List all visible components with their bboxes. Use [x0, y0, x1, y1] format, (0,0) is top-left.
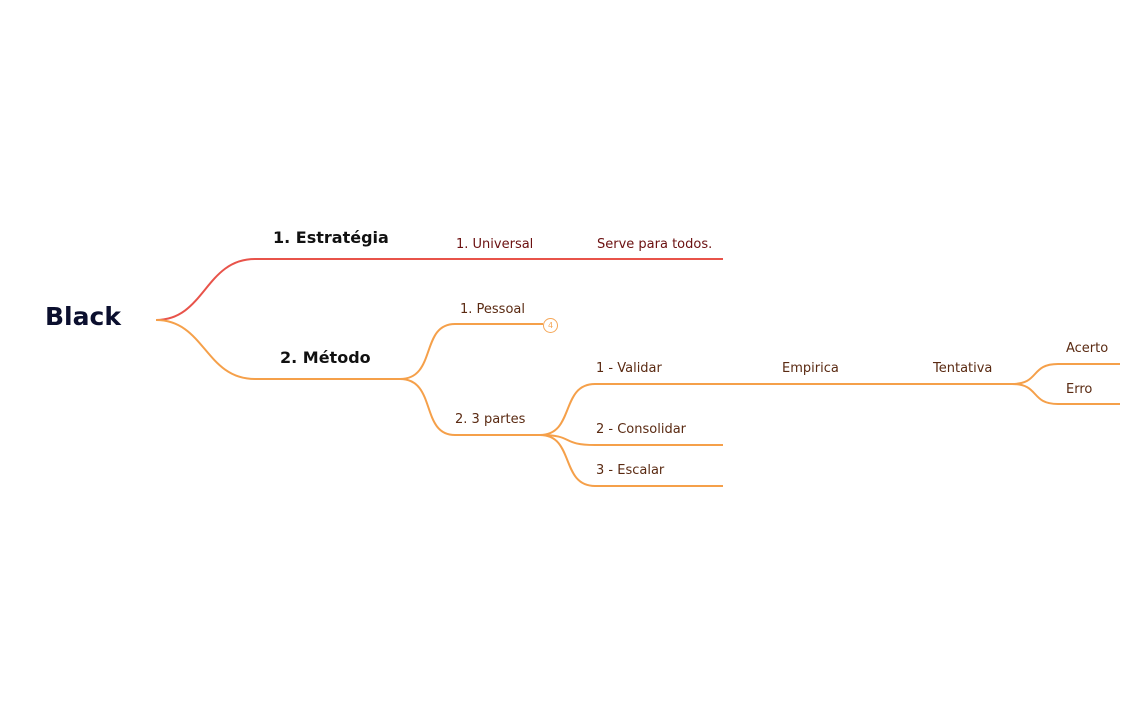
connector-partes — [399, 378, 540, 436]
topic-universal[interactable]: 1. Universal — [456, 237, 534, 252]
topic-tentativa[interactable]: Tentativa — [933, 361, 993, 376]
connector-validar — [539, 383, 1012, 436]
topic-serve-para-todos[interactable]: Serve para todos. — [597, 237, 713, 252]
root-topic[interactable]: Black — [45, 302, 121, 331]
topic-estrategia[interactable]: 1. Estratégia — [273, 228, 389, 247]
topic-acerto[interactable]: Acerto — [1066, 341, 1109, 356]
topic-erro[interactable]: Erro — [1066, 382, 1093, 397]
topic-consolidar[interactable]: 2 - Consolidar — [596, 422, 687, 437]
topic-3-partes[interactable]: 2. 3 partes — [455, 412, 526, 427]
topic-pessoal[interactable]: 1. Pessoal — [460, 302, 525, 317]
connector-acerto — [1011, 363, 1120, 385]
topic-validar[interactable]: 1 - Validar — [596, 361, 662, 376]
connector-pessoal — [399, 323, 543, 380]
connector-estrategia — [155, 258, 723, 321]
topic-metodo[interactable]: 2. Método — [280, 348, 371, 367]
topic-escalar[interactable]: 3 - Escalar — [596, 463, 665, 478]
connector-erro — [1011, 383, 1120, 405]
connector-consolidar — [539, 434, 723, 446]
collapsed-count-badge[interactable]: 4 — [543, 318, 558, 333]
topic-empirica[interactable]: Empirica — [782, 361, 839, 376]
connector-metodo — [155, 319, 400, 380]
connector-escalar — [539, 434, 723, 487]
